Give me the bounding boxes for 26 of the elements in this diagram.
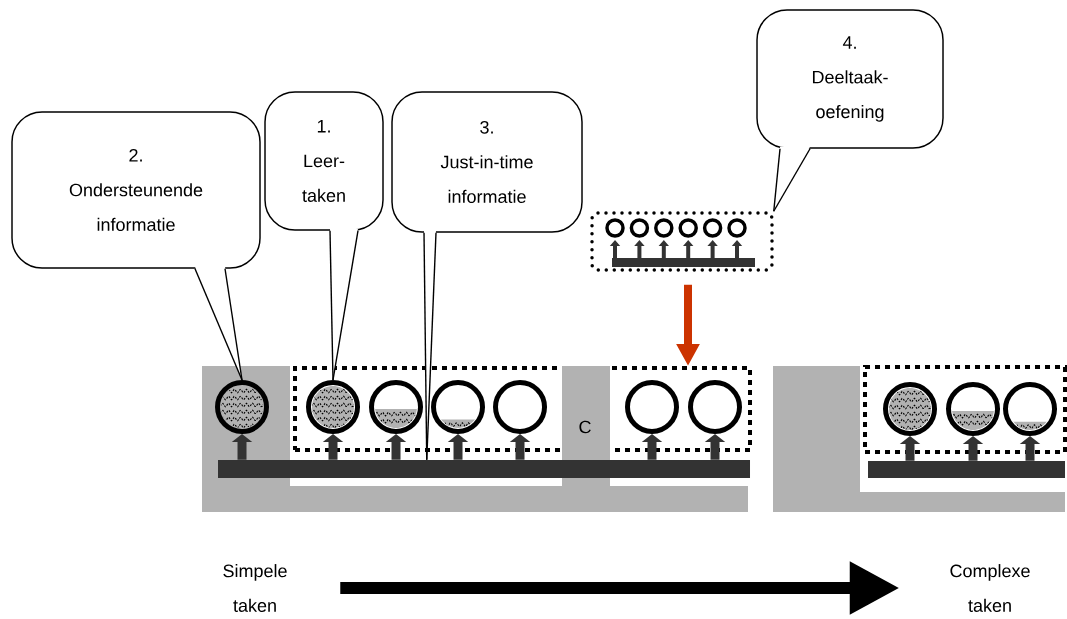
- task-circle: [493, 380, 547, 434]
- speech-bubble: 3. Just-in-time informatie: [391, 91, 583, 233]
- callout-pointer: [423, 230, 437, 461]
- support-bar: [868, 461, 1065, 478]
- column-label: C: [579, 420, 591, 434]
- speech-bubble: 1. Leer-taken: [264, 91, 384, 231]
- callout-pointer: [329, 228, 359, 381]
- task-circle: [215, 380, 269, 434]
- task-circle: [625, 380, 679, 434]
- end-label: Complexe taken: [950, 564, 1030, 612]
- task-circle: [946, 382, 1000, 436]
- callout-pointer: [773, 146, 811, 212]
- task-circle: [1003, 382, 1057, 436]
- task-circle: [688, 380, 742, 434]
- support-bar: [218, 460, 750, 478]
- dotted-frame: [863, 365, 1067, 454]
- dotted-frame: [293, 366, 752, 452]
- speech-bubble: 4. Deeltaak-oefening: [756, 9, 944, 149]
- dotted-frame: [590, 211, 774, 272]
- callout-pointer: [194, 266, 243, 381]
- speech-bubble: 2. Ondersteunende informatie: [11, 111, 261, 269]
- task-circle: [883, 382, 937, 436]
- task-circle: [306, 380, 360, 434]
- end-label: Simpele taken: [223, 564, 287, 612]
- task-circle: [369, 380, 423, 434]
- task-circle: [431, 380, 485, 434]
